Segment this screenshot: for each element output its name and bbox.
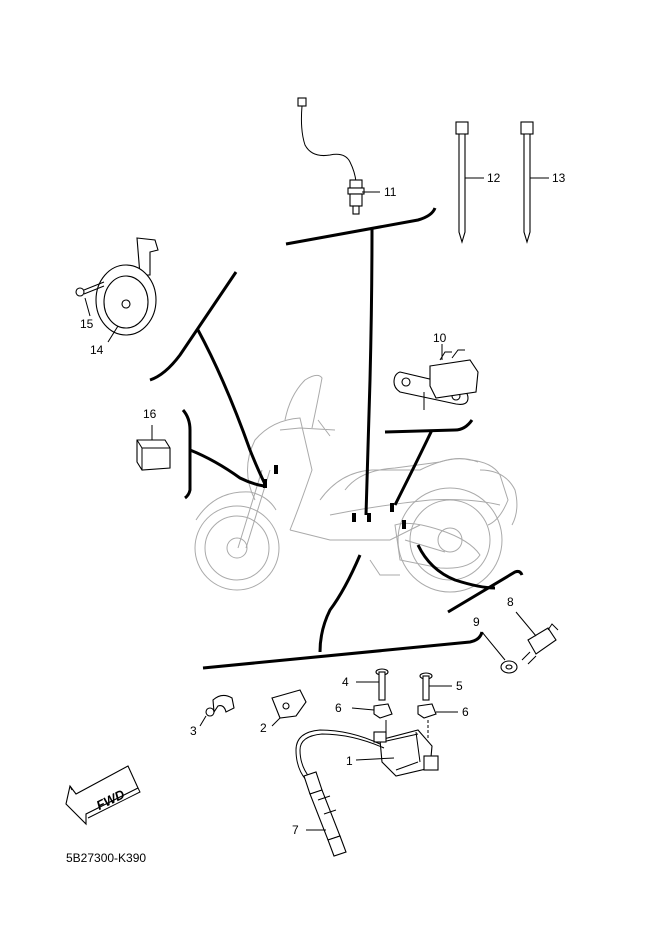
connector-bracket: [393, 344, 479, 410]
callout-7: 7: [292, 823, 299, 837]
callout-15: 15: [80, 317, 94, 331]
relay: [136, 425, 171, 471]
nut-6a: [351, 703, 393, 719]
callout-2: 2: [260, 721, 267, 735]
leader-lines: [189, 227, 496, 653]
bolt-4: [356, 668, 389, 701]
callout-1: 1: [346, 754, 353, 768]
washer: [481, 631, 518, 674]
scooter-outline: [194, 374, 518, 593]
callout-9: 9: [473, 615, 480, 629]
ignition-coil: [355, 720, 439, 777]
horn: [95, 237, 159, 343]
plug-cap-lead: [295, 729, 385, 857]
callout-4: 4: [342, 675, 349, 689]
callout-10: 10: [433, 331, 447, 345]
callout-12: 12: [487, 171, 501, 185]
callout-13: 13: [552, 171, 566, 185]
speed-sensor: [515, 611, 559, 665]
callout-14: 14: [90, 343, 104, 357]
callout-16: 16: [143, 407, 157, 421]
callout-11: 11: [384, 185, 397, 199]
nut-6b: [417, 703, 458, 719]
o2-sensor: [297, 97, 380, 215]
group-brackets: [149, 207, 524, 670]
cable-tie-12: [455, 121, 484, 244]
cable-tie-13: [520, 121, 549, 244]
diagram-code: 5B27300-K390: [66, 851, 146, 865]
callout-6b: 6: [462, 705, 469, 719]
callout-6a: 6: [335, 701, 342, 715]
callout-5: 5: [456, 679, 463, 693]
callout-labels: 1 2 3 4 5 6 6 7 8 9 10 11 12 13 14 15 16: [80, 171, 566, 837]
bolt-5: [419, 672, 452, 701]
callout-3: 3: [190, 724, 197, 738]
fwd-arrow-icon: FWD: [65, 765, 141, 826]
horn-bolt: [75, 281, 105, 317]
callout-8: 8: [507, 595, 514, 609]
bracket: [271, 689, 307, 727]
clamp: [199, 694, 235, 727]
